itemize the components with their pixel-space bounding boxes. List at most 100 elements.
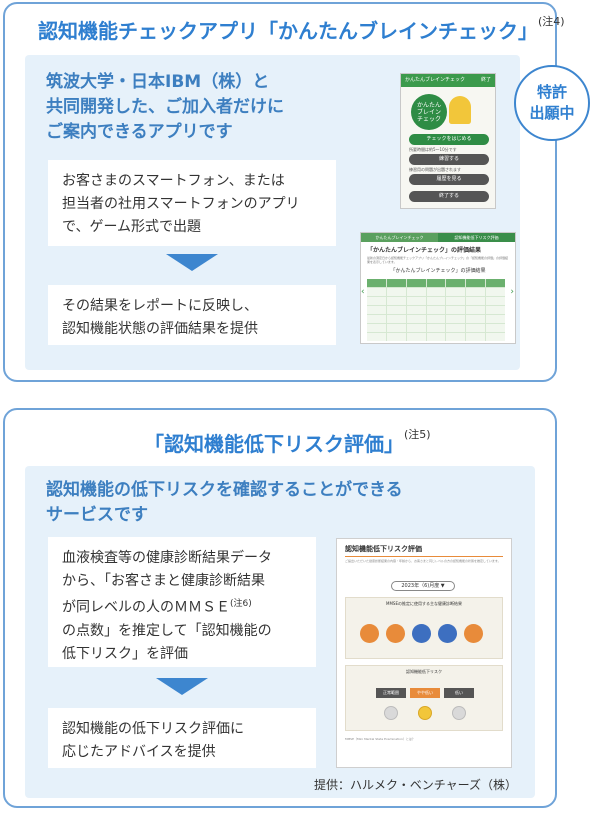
grid-cell [406,315,426,323]
risk-tag-normal: 正常範囲 [376,688,406,698]
brain-check-logo: かんたん ブレイン チェック [411,94,447,130]
grid-header-cell [367,279,386,287]
grid-cell [466,315,486,323]
grid-cell [466,333,486,341]
grid-cell [406,324,426,332]
grid-header-cell [386,279,406,287]
card-line-text: が同レベルの人のＭＭＳＥ [62,599,230,616]
grid-cell [486,315,505,323]
grid-cell [367,288,386,296]
grid-cell [446,324,466,332]
card-line: 認知機能状態の評価結果を提供 [62,321,258,337]
phone-bar-title: かんたんブレインチェック [405,77,466,83]
grid-cell [367,297,386,305]
grid-cell [446,315,466,323]
practice-button[interactable]: 練習する [409,154,489,165]
app-phone-screenshot: かんたんブレインチェック 終了 かんたん ブレイン チェック チェックをはじめる… [400,73,496,209]
grid-cell [386,315,406,323]
risk-section-note: (注5) [404,428,431,441]
risk-step-card-1: 血液検査等の健康診断結果データ から、「お客さまと健康診断結果 が同レベルの人の… [48,537,316,667]
card-line: 血液検査等の健康診断結果データ [62,550,272,566]
practice-note: 練習用の問題が出題されます [409,167,461,172]
down-arrow-icon [166,254,218,271]
start-check-button[interactable]: チェックをはじめる [409,134,489,145]
grid-cell [446,297,466,305]
report-text: 最新の測定日から認知機能チェックアプリ「かんたんブレインチェック」の「認知機能の… [367,256,509,264]
patent-pending-badge: 特許 出願中 [514,65,590,141]
grid-header-cell [466,279,486,287]
logo-line: ブレイン [416,109,441,116]
grid-cell [367,315,386,323]
grid-cell [386,333,406,341]
grid-cell [367,324,386,332]
grid-cell [486,306,505,314]
risk-step-card-2: 認知機能の低下リスク評価に 応じたアドバイスを提供 [48,708,316,768]
grid-cell [486,288,505,296]
mmse-inputs-title: MMSEの推定に使用する主な健康診断結果 [386,601,462,606]
app-section-note: (注4) [538,15,565,28]
grid-cell [486,324,505,332]
report-tab[interactable]: 認知機能低下リスク評価 [438,233,515,242]
card-line: その結果をレポートに反映し、 [62,298,258,314]
grid-cell [466,297,486,305]
report-subtitle: 「かんたんブレインチェック」の評価結果 [390,268,486,274]
grid-cell [466,288,486,296]
grid-header-cell [426,279,446,287]
badge-line2: 出願中 [529,104,575,122]
grid-cell [426,297,446,305]
app-section-lead: 筑波大学・日本IBM（株）と 共同開発した、ご加入者だけに ご案内できるアプリで… [46,70,284,145]
card-line: 応じたアドバイスを提供 [62,744,216,760]
grid-cell [367,333,386,341]
source-credit: 提供：ハルメク・ベンチャーズ（株） [314,778,518,792]
grid-cell [386,324,406,332]
chevron-left-icon[interactable]: ‹ [361,287,365,297]
risk-report-text: ご提出いただいた健康診断結果の内容・年齢から、お客さまと同じレベルの方の認知機能… [345,559,501,563]
grid-cell [466,306,486,314]
history-button[interactable]: 履歴を見る [409,174,489,185]
phone-title-bar: かんたんブレインチェック 終了 [401,74,495,87]
sad-face-icon [452,706,466,720]
neutral-face-icon [384,706,398,720]
grid-cell [426,306,446,314]
grid-cell [406,306,426,314]
grid-cell [367,306,386,314]
brain-head-icon [449,96,471,124]
month-select[interactable]: 2023年（6)月度 ▼ [391,581,455,591]
card-line: お客さまのスマートフォン、または [62,173,285,189]
logo-line: チェック [416,116,441,123]
grid-cell [386,306,406,314]
grid-cell [486,333,505,341]
grid-cell [426,315,446,323]
card-line: が同レベルの人のＭＭＳＥ(注6) [62,593,302,620]
card-line: で、ゲーム形式で出題 [62,219,202,235]
app-section-title: 認知機能チェックアプリ「かんたんブレインチェック」(注4) [38,15,565,44]
grid-cell [406,333,426,341]
risk-report-title: 認知機能低下リスク評価 [345,545,422,553]
grid-cell [426,324,446,332]
risk-section-lead: 認知機能の低下リスクを確認することができる サービスです [46,478,403,528]
mmse-footer-text: MMSE（Mini Mental State Examination）とは？ [345,737,415,741]
card-line: 認知機能の低下リスク評価に [62,721,244,737]
lead-line: サービスです [46,505,148,525]
grid-cell [446,333,466,341]
phone-bar-right: 終了 [480,77,491,83]
lead-line: 認知機能の低下リスクを確認することができる [46,480,403,500]
report-tabs: かんたんブレインチェック 認知機能低下リスク評価 [361,233,515,242]
risk-section-title: 「認知機能低下リスク評価」(注5) [144,428,431,457]
result-circle [464,624,483,643]
end-button[interactable]: 終了する [409,191,489,202]
risk-report-screenshot: 認知機能低下リスク評価 ご提出いただいた健康診断結果の内容・年齢から、お客さまと… [336,538,512,768]
mmse-note: (注6) [230,599,252,609]
risk-level-title: 認知機能低下リスク [406,669,442,674]
result-circle [438,624,457,643]
report-results-grid [367,279,505,341]
report-tab[interactable]: かんたんブレインチェック [361,233,438,242]
grid-header-cell [446,279,466,287]
chevron-right-icon[interactable]: › [510,287,514,297]
grid-cell [486,297,505,305]
card-line: から、「お客さまと健康診断結果 [62,573,265,589]
grid-cell [406,297,426,305]
card-line: の点数」を推定して「認知機能の [62,622,272,639]
mmse-inputs-section: MMSEの推定に使用する主な健康診断結果 [345,597,503,659]
risk-tag-low: 低い [444,688,474,698]
